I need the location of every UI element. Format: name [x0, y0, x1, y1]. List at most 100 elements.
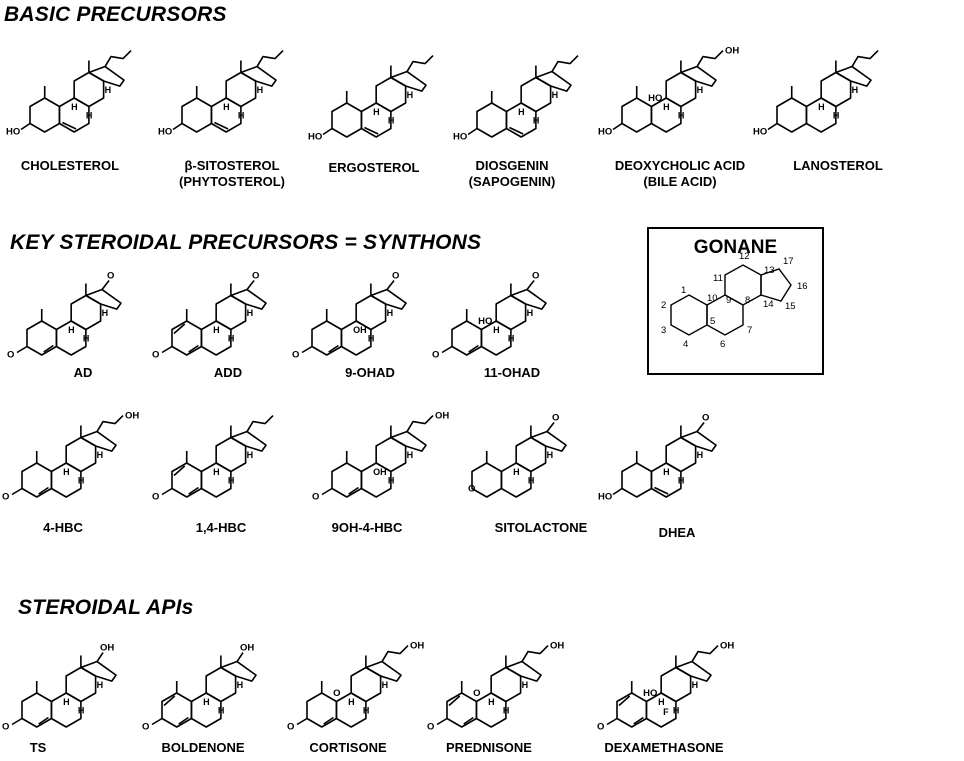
basic-3-h-9: H — [518, 107, 525, 117]
synthons-row1-3-ring-D — [510, 288, 547, 310]
apis-3-double-bond-1 — [448, 695, 461, 707]
apis-3-oxygen-3: O — [427, 722, 434, 733]
synthons-row2-label-3: SITOLACTONE — [495, 520, 588, 536]
gonane-num-17: 17 — [783, 256, 794, 267]
basic-4-hydroxyl-3-bond — [612, 122, 623, 131]
gonane-num-5: 5 — [710, 316, 715, 327]
synthons-row1-3-keto-3-bond — [441, 345, 453, 354]
basic-0-h-8: H — [86, 111, 93, 121]
apis-1-h-14: H — [237, 680, 244, 690]
apis-4-hydroxyl-11: HO — [643, 688, 657, 699]
basic-1-ring-A — [181, 97, 213, 133]
basic-1-double-bond-5 — [214, 121, 229, 130]
basic-label-5: LANOSTEROL — [793, 158, 883, 174]
apis-0-h-8: H — [78, 706, 85, 716]
synthons-row2-0-ring-A — [21, 462, 53, 498]
synthons-row2-2-ring-A — [331, 462, 363, 498]
synthons-row2-2-double-bond-4 — [348, 486, 359, 495]
basic-label-3: DIOSGENIN(SAPOGENIN) — [469, 158, 556, 190]
apis-0-hydroxyl-17-bond — [96, 652, 104, 662]
basic-0-ring-A — [29, 97, 61, 133]
gonane-num-4: 4 — [683, 339, 688, 350]
basic-3-h-8: H — [533, 116, 540, 126]
synthons-row1-2-oxygen-3: O — [292, 350, 299, 361]
apis-1-keto-3-bond — [151, 717, 163, 726]
synthons-row1-2-h-14: H — [387, 308, 394, 318]
synthons-row1-1-keto-3-bond — [161, 345, 173, 354]
basic-2-ring-D — [390, 70, 427, 92]
apis-1-ring-A — [161, 692, 193, 728]
synthons-row2-2-side-chain-hydroxyl: OH — [435, 411, 449, 422]
synthons-row2-0-side-chain — [96, 414, 124, 432]
gonane-num-11: 11 — [713, 273, 723, 284]
basic-label-line: CHOLESTEROL — [20, 158, 120, 173]
apis-0-keto-3-bond — [11, 717, 23, 726]
synthons-row1-0-ring-A — [26, 320, 58, 356]
basic-2-ring-A — [331, 102, 363, 138]
basic-label-0: CHOLESTEROL — [21, 158, 119, 174]
basic-3-double-bond-5 — [509, 126, 524, 135]
synthons-row1-1-oxygen-3: O — [152, 350, 159, 361]
synthons-row2-0-h-8: H — [78, 476, 85, 486]
synthons-row2-0-oxygen-3: O — [2, 492, 9, 503]
synthons-row2-3-h-8: H — [528, 476, 535, 486]
synthons-row2-4-oxygen-17: O — [702, 413, 709, 424]
basic-label-2: ERGOSTEROL — [328, 160, 419, 176]
synthons-row2-0-double-bond-4 — [38, 486, 49, 495]
apis-2-side-chain — [381, 644, 409, 662]
synthons-row1-3-h-14: H — [527, 308, 534, 318]
synthons-row2-2-h-9: OH — [373, 467, 387, 477]
synthons-row2-label-line: DHEA — [658, 525, 696, 540]
basic-2-side-chain — [406, 54, 434, 72]
apis-4-ring-A — [616, 692, 648, 728]
gonane-num-15: 15 — [785, 301, 796, 312]
synthons-row2-1-double-bond-4 — [188, 486, 199, 495]
synthons-row1-label-1: ADD — [214, 365, 242, 381]
synthons-row1-label-line: ADD — [213, 365, 243, 380]
gonane-num-13: 13 — [764, 265, 775, 276]
basic-label-line: LANOSTEROL — [793, 158, 883, 173]
synthons-row1-0-h-14: H — [102, 308, 109, 318]
apis-2-ring-A — [306, 692, 338, 728]
apis-4-fluorine-9: F — [663, 707, 669, 717]
gonane-panel: GONANE 1 2 3 4 5 6 7 8 9 10 11 12 13 14 … — [647, 227, 824, 375]
synthons-row2-1-side-chain — [246, 414, 274, 432]
synthons-row2-4-ring-D — [680, 430, 717, 452]
apis-3-double-bond-4 — [463, 716, 474, 725]
basic-1-h-8: H — [238, 111, 245, 121]
synthons-row2-4-hydroxyl-3-bond — [612, 487, 623, 496]
synthons-row1-label-3: 11-OHAD — [484, 365, 540, 381]
synthons-row1-label-0: AD — [74, 365, 93, 381]
synthons-row1-0-keto-3-bond — [16, 345, 28, 354]
apis-0-h-14: H — [97, 680, 104, 690]
synthons-row2-2-ring-D — [390, 430, 427, 452]
basic-2-h-9: H — [373, 107, 380, 117]
synthons-row1-1-h-9: H — [213, 325, 220, 335]
synthons-row2-0-h-9: H — [63, 467, 70, 477]
synthons-row2-1-ring-A — [171, 462, 203, 498]
synthons-row1-2-h-8: H — [368, 334, 375, 344]
basic-3-ring-A — [476, 102, 508, 138]
apis-4-side-chain — [691, 644, 719, 662]
apis-4-keto-3-bond — [606, 717, 618, 726]
basic-5-h-8: H — [833, 111, 840, 121]
basic-0-h-9: H — [71, 102, 78, 112]
apis-1-ring-D — [220, 660, 257, 682]
synthons-row2-4-keto-17-bond — [696, 422, 705, 433]
basic-4-h-8: H — [678, 111, 685, 121]
apis-2-h-9: H — [348, 697, 355, 707]
apis-3-oxygen-11: O — [473, 688, 480, 699]
gonane-num-9: 9 — [726, 295, 731, 306]
apis-1-double-bond-1 — [163, 695, 176, 707]
apis-4-side-chain-hydroxyl: OH — [720, 641, 734, 652]
